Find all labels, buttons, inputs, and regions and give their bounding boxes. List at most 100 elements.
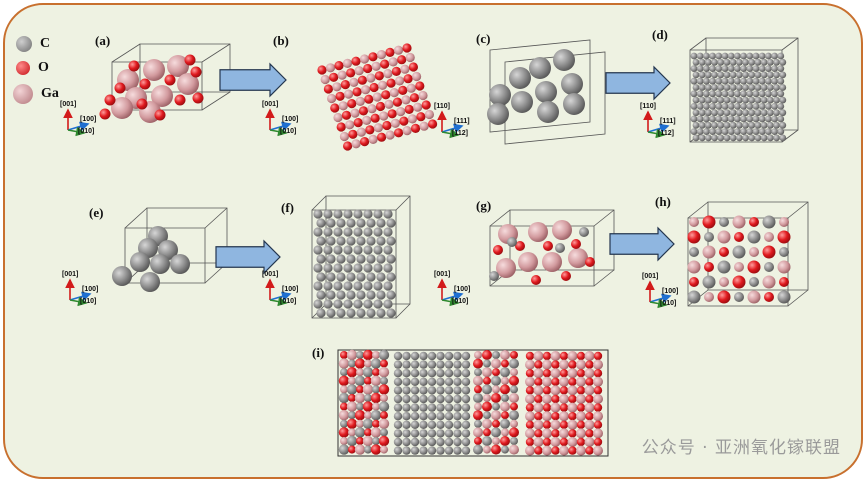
oxygen-atom bbox=[154, 109, 166, 121]
carbon-atom bbox=[393, 429, 403, 438]
carbon-atom bbox=[711, 84, 718, 91]
gallium-atom bbox=[584, 368, 595, 379]
carbon-atom bbox=[453, 403, 462, 412]
oxygen-atom bbox=[559, 351, 569, 361]
carbon-atom bbox=[705, 109, 712, 117]
oxygen-atom bbox=[585, 412, 594, 421]
axis-diag-label: [112] bbox=[452, 130, 468, 137]
carbon-atom bbox=[461, 386, 471, 395]
oxygen-atom bbox=[402, 43, 412, 53]
oxygen-atom bbox=[593, 386, 603, 395]
panel-label-c: (c) bbox=[476, 31, 491, 46]
carbon-atom bbox=[393, 394, 403, 404]
carbon-atom bbox=[709, 77, 716, 85]
carbon-atom bbox=[316, 218, 326, 228]
carbon-atom bbox=[461, 360, 471, 369]
oxygen-atom bbox=[338, 375, 350, 386]
carbon-atom bbox=[758, 90, 766, 98]
gallium-atom bbox=[356, 419, 364, 428]
carbon-atom bbox=[742, 109, 749, 117]
carbon-atom bbox=[316, 308, 326, 318]
oxygen-atom bbox=[474, 385, 482, 394]
oxygen-atom bbox=[542, 351, 552, 361]
gallium-atom bbox=[732, 215, 746, 229]
gallium-atom bbox=[372, 402, 380, 411]
carbon-atom bbox=[729, 134, 737, 142]
axes-a: [001][100][010] bbox=[60, 101, 96, 137]
carbon-atom bbox=[313, 245, 323, 255]
oxygen-atom bbox=[374, 71, 384, 81]
carbon-atom bbox=[740, 103, 747, 110]
carbon-atom bbox=[705, 134, 712, 142]
gallium-atom bbox=[111, 97, 133, 119]
axis-diag-label: [010] bbox=[280, 298, 296, 305]
gallium-atom bbox=[362, 435, 374, 447]
carbon-atom bbox=[717, 71, 725, 79]
carbon-atom bbox=[491, 375, 501, 386]
carbon-atom bbox=[762, 215, 776, 229]
carbon-atom bbox=[346, 290, 356, 300]
carbon-atom bbox=[326, 308, 336, 318]
carbon-atom bbox=[711, 58, 718, 66]
gallium-atom bbox=[348, 428, 356, 437]
oxygen-atom bbox=[509, 375, 519, 386]
oxygen-atom bbox=[492, 368, 500, 377]
carbon-atom bbox=[758, 65, 766, 72]
oxygen-atom bbox=[346, 68, 356, 78]
carbon-atom bbox=[709, 103, 716, 110]
carbon-atom bbox=[427, 351, 437, 361]
gallium-atom bbox=[542, 428, 552, 439]
gallium-atom bbox=[350, 108, 360, 118]
carbon-atom bbox=[736, 134, 743, 142]
oxygen-atom bbox=[593, 437, 603, 447]
carbon-atom bbox=[383, 209, 393, 219]
legend-item-carbon: C bbox=[16, 36, 50, 52]
carbon-atom bbox=[150, 254, 170, 274]
gallium-atom bbox=[509, 393, 519, 403]
carbon-atom bbox=[489, 271, 499, 281]
oxygen-atom bbox=[491, 393, 501, 403]
carbon-atom bbox=[767, 109, 774, 117]
oxygen-atom bbox=[559, 437, 569, 447]
oxygen-atom bbox=[398, 85, 408, 95]
carbon-atom bbox=[740, 77, 747, 85]
oxygen-atom bbox=[534, 446, 543, 455]
oxygen-atom bbox=[568, 446, 577, 455]
axis-up-label: [110] bbox=[434, 103, 450, 110]
carbon-atom bbox=[346, 218, 356, 228]
gallium-atom bbox=[689, 217, 699, 227]
oxygen-atom bbox=[391, 66, 401, 76]
gallium-atom bbox=[362, 115, 372, 125]
carbon-atom bbox=[729, 84, 737, 91]
carbon-atom bbox=[427, 360, 437, 369]
carbon-atom bbox=[444, 429, 454, 438]
carbon-atom bbox=[703, 52, 710, 60]
carbon-atom bbox=[333, 245, 343, 255]
carbon-atom bbox=[419, 369, 428, 378]
oxygen-atom bbox=[732, 275, 746, 289]
carbon-atom bbox=[336, 308, 346, 318]
carbon-atom bbox=[346, 254, 356, 264]
carbon-atom bbox=[346, 236, 356, 246]
carbon-atom bbox=[765, 103, 772, 110]
carbon-atom bbox=[717, 84, 725, 91]
carbon-atom bbox=[393, 369, 403, 378]
oxygen-atom bbox=[777, 230, 791, 244]
gallium-atom bbox=[474, 351, 482, 359]
carbon-atom bbox=[742, 71, 749, 79]
oxygen-atom bbox=[500, 436, 510, 446]
carbon-atom bbox=[363, 281, 373, 291]
carbon-atom bbox=[436, 420, 445, 429]
carbon-atom bbox=[702, 275, 716, 289]
gallium-atom bbox=[747, 290, 761, 304]
carbon-atom bbox=[402, 403, 411, 412]
gallium-atom bbox=[356, 127, 366, 137]
carbon-atom bbox=[767, 96, 774, 104]
carbon-atom bbox=[734, 115, 741, 123]
oxygen-atom bbox=[551, 360, 560, 369]
oxygen-atom bbox=[500, 384, 510, 395]
carbon-atom bbox=[380, 428, 388, 437]
oxygen-atom bbox=[551, 429, 560, 438]
carbon-atom bbox=[436, 377, 445, 386]
carbon-atom bbox=[696, 77, 704, 85]
